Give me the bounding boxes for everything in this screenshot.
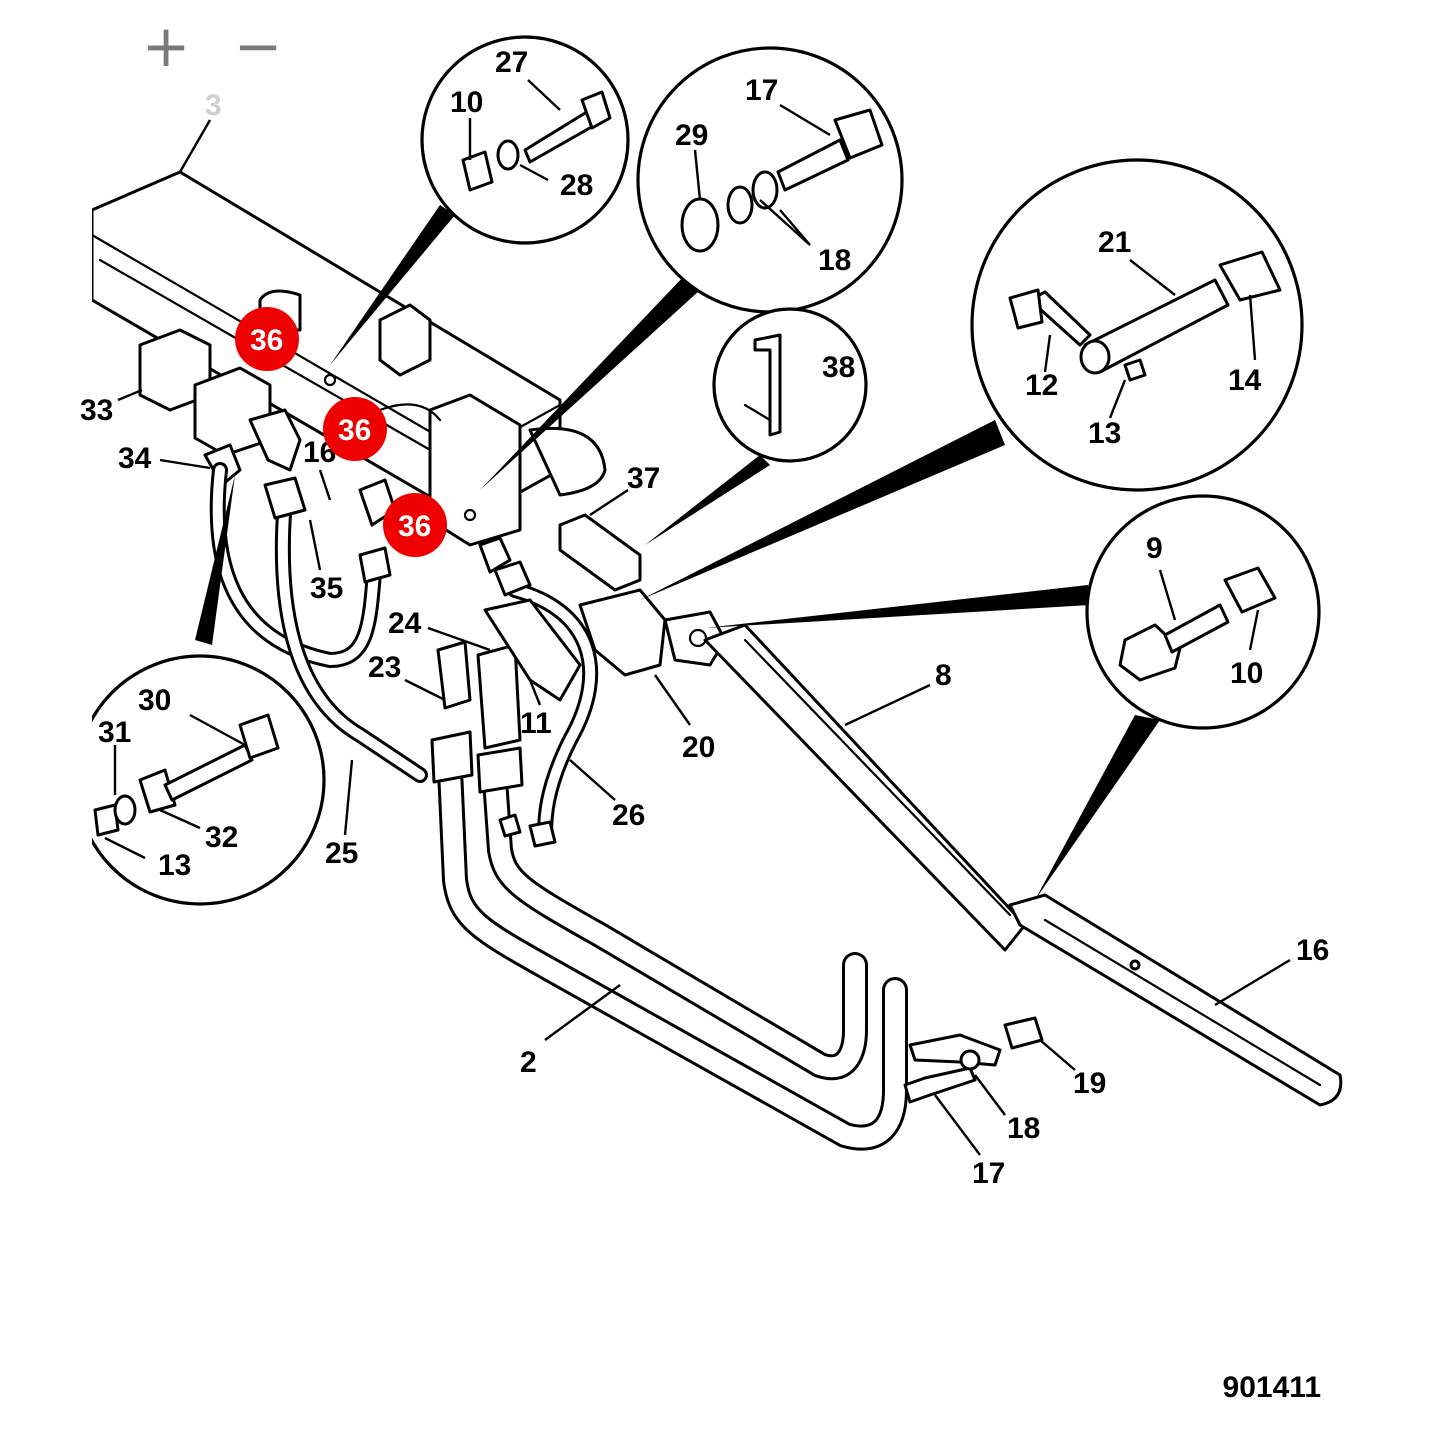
- callout-12: 12: [1025, 369, 1058, 402]
- callout-28: 28: [560, 169, 593, 202]
- callout-13: 13: [1088, 417, 1121, 450]
- callout-24: 24: [388, 607, 422, 640]
- callout-10: 10: [450, 86, 483, 119]
- callout-37: 37: [627, 462, 660, 495]
- callout-2: 2: [520, 1046, 537, 1079]
- callout-35: 35: [310, 572, 343, 605]
- callout-17-lower: 17: [972, 1157, 1005, 1190]
- callout-16-lower: 16: [1296, 934, 1329, 967]
- callout-26: 26: [612, 799, 645, 832]
- callout-20: 20: [682, 731, 715, 764]
- hotspot-36-c[interactable]: 36: [383, 493, 447, 557]
- callout-11: 11: [520, 707, 552, 740]
- callout-27: 27: [495, 46, 528, 79]
- zoom-out-button[interactable]: −: [233, 12, 283, 80]
- linkage: [483, 513, 1343, 1107]
- callout-10-right: 10: [1230, 657, 1263, 690]
- callout-14: 14: [1228, 364, 1262, 397]
- solenoid-valves: [138, 328, 302, 487]
- leader-lines: [104, 79, 1291, 1156]
- callout-33: 33: [80, 394, 113, 427]
- callout-21: 21: [1098, 226, 1131, 259]
- hotspot-circle[interactable]: [383, 493, 447, 557]
- zoom-in-button[interactable]: +: [141, 12, 191, 80]
- clamp-bracket: [903, 1016, 1044, 1104]
- callout-labels: 3 27 10 28 17 29 18 21 12 14 13 38 33 34…: [80, 46, 1329, 1190]
- detail-circles: [74, 35, 1321, 906]
- callout-13-left: 13: [158, 849, 191, 882]
- callout-9: 9: [1146, 532, 1163, 565]
- figure-number: 901411: [1222, 1371, 1321, 1404]
- callout-17: 17: [745, 74, 778, 107]
- hotspot-circle[interactable]: [235, 307, 299, 371]
- callout-30: 30: [138, 684, 171, 717]
- hotspot-36-a[interactable]: 36: [235, 307, 299, 371]
- callout-29: 29: [675, 119, 708, 152]
- callout-38: 38: [822, 351, 855, 384]
- callout-23: 23: [368, 651, 401, 684]
- hotspot-36-b[interactable]: 36: [323, 397, 387, 461]
- callout-3: 3: [205, 89, 222, 122]
- callout-18-lower: 18: [1007, 1112, 1040, 1145]
- hotspot-circle[interactable]: [323, 397, 387, 461]
- callout-18: 18: [818, 244, 851, 277]
- callout-32: 32: [205, 821, 238, 854]
- callout-8: 8: [935, 659, 952, 692]
- callout-34: 34: [118, 442, 152, 475]
- callout-31: 31: [98, 716, 131, 749]
- callout-19: 19: [1073, 1067, 1106, 1100]
- beam-assembly: [90, 170, 607, 547]
- rigid-pipes: [430, 640, 908, 1151]
- callout-25: 25: [325, 837, 358, 870]
